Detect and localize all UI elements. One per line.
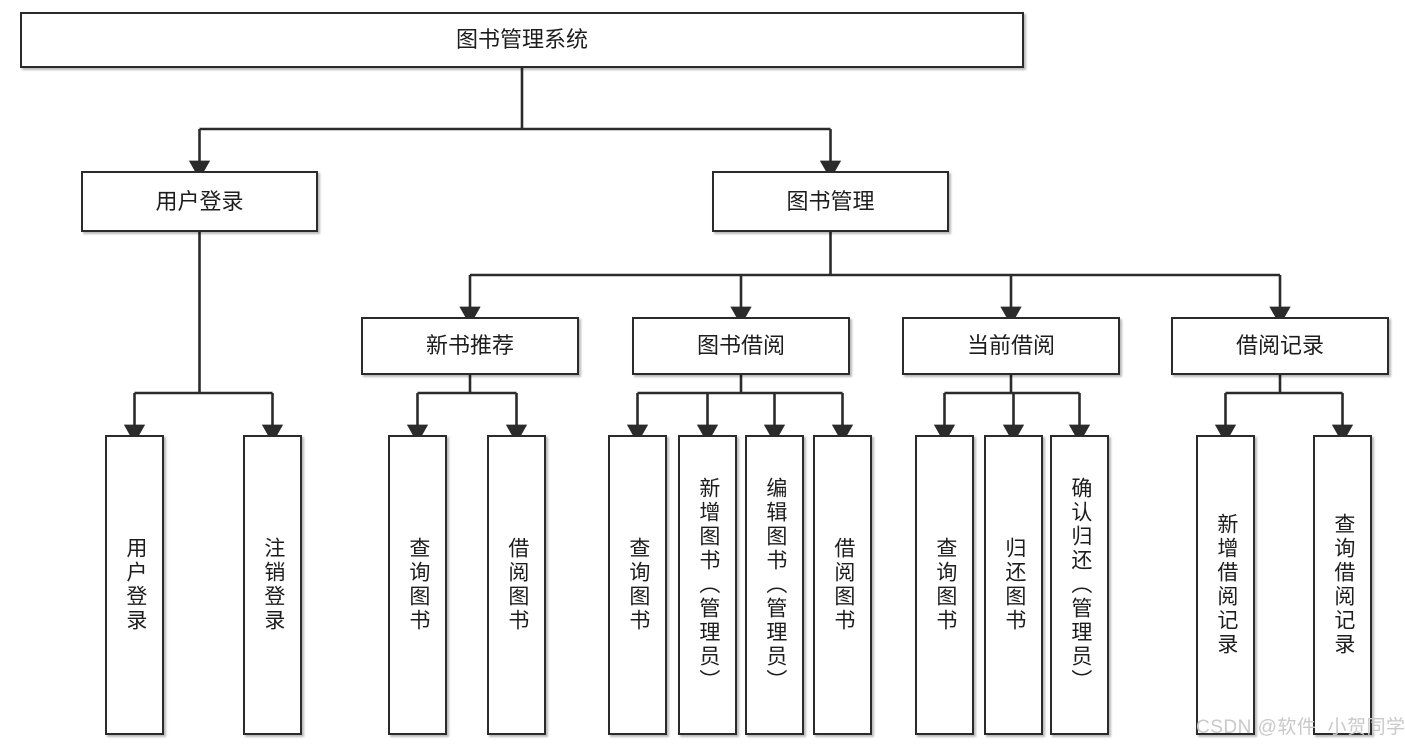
node-leaf-user-login[interactable]: 用户登录 (105, 435, 164, 735)
node-label: 编辑图书（管理员） (763, 477, 787, 693)
node-label: 查询借阅记录 (1331, 513, 1355, 657)
node-label: 注销登录 (261, 537, 285, 633)
node-leaf-user-logout[interactable]: 注销登录 (243, 435, 302, 735)
node-label: 借阅记录 (1235, 333, 1324, 359)
node-new-book-recommend[interactable]: 新书推荐 (361, 317, 579, 375)
node-leaf-query-book-c[interactable]: 查询图书 (915, 435, 974, 735)
node-leaf-borrow-book-a[interactable]: 借阅图书 (487, 435, 546, 735)
connector-group (123, 68, 1354, 444)
node-label: 确认归还（管理员） (1068, 477, 1092, 693)
node-label: 图书借阅 (696, 333, 785, 359)
node-borrow-record[interactable]: 借阅记录 (1171, 317, 1389, 375)
node-leaf-query-book-a[interactable]: 查询图书 (388, 435, 447, 735)
node-leaf-borrow-book-b[interactable]: 借阅图书 (813, 435, 872, 735)
node-label: 查询图书 (626, 537, 650, 633)
node-label: 图书管理系统 (455, 27, 588, 53)
node-label: 新书推荐 (425, 333, 514, 359)
node-leaf-confirm-return[interactable]: 确认归还（管理员） (1050, 435, 1109, 735)
node-label: 当前借阅 (966, 333, 1055, 359)
node-leaf-query-record[interactable]: 查询借阅记录 (1313, 435, 1372, 735)
node-root[interactable]: 图书管理系统 (20, 12, 1024, 68)
node-book-manage[interactable]: 图书管理 (712, 171, 949, 232)
node-leaf-edit-book[interactable]: 编辑图书（管理员） (745, 435, 804, 735)
node-label: 查询图书 (406, 537, 430, 633)
node-label: 用户登录 (123, 537, 147, 633)
node-label: 用户登录 (155, 188, 244, 214)
node-leaf-add-book[interactable]: 新增图书（管理员） (678, 435, 737, 735)
node-label: 图书管理 (786, 188, 875, 214)
node-label: 新增图书（管理员） (696, 477, 720, 693)
node-user-login[interactable]: 用户登录 (81, 171, 318, 232)
node-current-borrow[interactable]: 当前借阅 (902, 317, 1120, 375)
node-label: 新增借阅记录 (1214, 513, 1238, 657)
node-leaf-add-record[interactable]: 新增借阅记录 (1196, 435, 1255, 735)
node-book-borrow[interactable]: 图书借阅 (632, 317, 850, 375)
node-leaf-return-book[interactable]: 归还图书 (984, 435, 1043, 735)
node-label: 查询图书 (933, 537, 957, 633)
node-label: 归还图书 (1002, 537, 1026, 633)
node-label: 借阅图书 (831, 537, 855, 633)
node-leaf-query-book-b[interactable]: 查询图书 (608, 435, 667, 735)
node-label: 借阅图书 (505, 537, 529, 633)
